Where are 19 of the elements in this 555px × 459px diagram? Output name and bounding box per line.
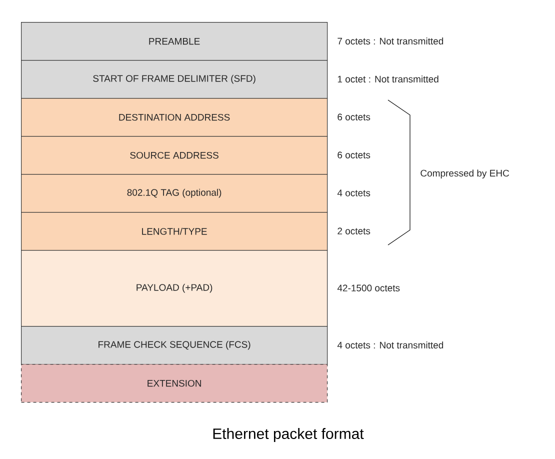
field-box: FRAME CHECK SEQUENCE (FCS) bbox=[21, 326, 328, 365]
size-label: 2 octets bbox=[338, 228, 370, 234]
field-box: PREAMBLE bbox=[21, 22, 328, 61]
field-box: START OF FRAME DELIMITER (SFD) bbox=[21, 60, 328, 99]
field-box: LENGTH/TYPE bbox=[21, 212, 328, 251]
field-box: SOURCE ADDRESS bbox=[21, 136, 328, 175]
size-label: 1 octet : Not transmitted bbox=[338, 76, 438, 82]
size-label: 42-1500 octets bbox=[337, 284, 400, 292]
size-label: 4 octets bbox=[337, 190, 370, 196]
field-box: PAYLOAD (+PAD) bbox=[21, 250, 328, 327]
size-label: 7 octets : Not transmitted bbox=[338, 38, 444, 44]
size-label: 6 octets bbox=[338, 114, 370, 120]
caption: Ethernet packet format bbox=[213, 428, 364, 442]
field-box: 802.1Q TAG (optional) bbox=[21, 174, 328, 213]
size-label: 4 octets : Not transmitted bbox=[337, 342, 444, 348]
size-label: 6 octets bbox=[338, 152, 370, 158]
field-box: EXTENSION bbox=[21, 364, 328, 403]
field-box: DESTINATION ADDRESS bbox=[21, 98, 328, 137]
brace-label: Compressed by EHC bbox=[420, 170, 510, 178]
